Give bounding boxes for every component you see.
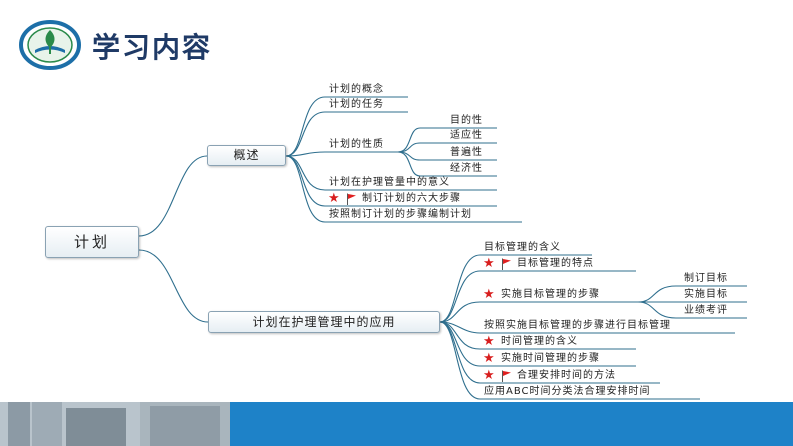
branch-application: 计划在护理管理中的应用 — [208, 311, 440, 333]
item-mbo-meaning: 目标管理的含义 — [484, 242, 561, 253]
star-icon: ★ — [483, 368, 495, 383]
item-time-methods: 合理安排时间的方法 — [517, 370, 616, 381]
nature-adaptability: 适应性 — [450, 130, 483, 141]
campus-footer-image — [0, 402, 793, 446]
star-icon: ★ — [483, 287, 495, 302]
star-icon: ★ — [483, 256, 495, 271]
item-compile-plan: 按照制订计划的步骤编制计划 — [329, 209, 472, 220]
branch-overview: 概述 — [207, 145, 286, 166]
item-plan-task: 计划的任务 — [329, 99, 384, 110]
item-mbo-steps: 实施目标管理的步骤 — [501, 289, 600, 300]
item-plan-concept: 计划的概念 — [329, 84, 384, 95]
star-icon: ★ — [483, 351, 495, 366]
star-icon: ★ — [483, 334, 495, 349]
item-abc-method: 应用ABC时间分类法合理安排时间 — [484, 386, 651, 397]
item-plan-significance: 计划在护理管量中的意义 — [329, 177, 450, 188]
root-node: 计划 — [45, 226, 139, 258]
step-performance-review: 业绩考评 — [684, 305, 728, 316]
item-mbo-features: 目标管理的特点 — [517, 258, 594, 269]
item-plan-nature: 计划的性质 — [329, 139, 384, 150]
flag-icon — [347, 193, 356, 205]
step-set-goals: 制订目标 — [684, 273, 728, 284]
item-time-meaning: 时间管理的含义 — [501, 336, 578, 347]
flag-icon — [502, 370, 511, 382]
nature-purpose: 目的性 — [450, 115, 483, 126]
page-title: 学习内容 — [92, 31, 213, 64]
flag-icon — [502, 258, 511, 270]
nature-universality: 普遍性 — [450, 147, 483, 158]
step-implement-goals: 实施目标 — [684, 289, 728, 300]
item-time-steps: 实施时间管理的步骤 — [501, 353, 600, 364]
star-icon: ★ — [328, 191, 340, 206]
nature-economy: 经济性 — [450, 163, 483, 174]
school-logo — [19, 20, 81, 70]
item-six-steps: 制订计划的六大步骤 — [362, 193, 461, 204]
item-mbo-apply: 按照实施目标管理的步骤进行目标管理 — [484, 320, 671, 331]
